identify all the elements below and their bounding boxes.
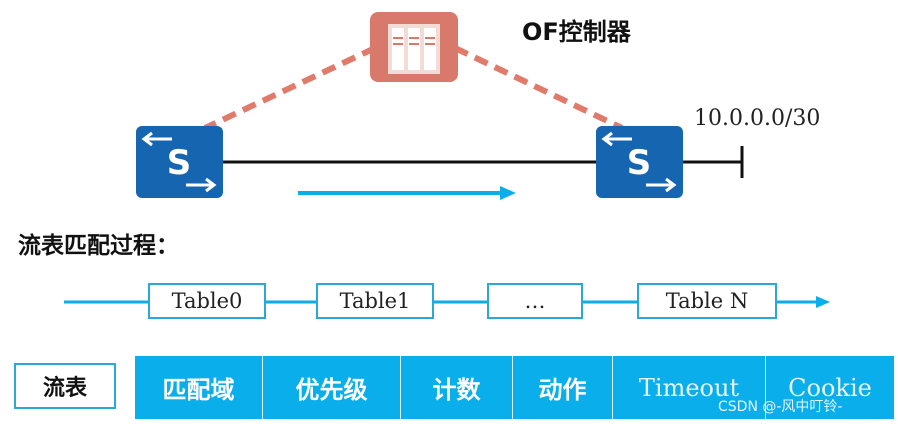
direction-arrow xyxy=(298,186,516,200)
controller-label: OF控制器 xyxy=(522,18,631,46)
flow-table-label: 流表 xyxy=(14,363,116,409)
field-cell: 匹配域 xyxy=(135,356,263,419)
switch-label: S xyxy=(627,143,652,183)
watermark: CSDN @-风中叮铃- xyxy=(718,399,843,415)
field-cell: 动作 xyxy=(513,356,613,419)
field-cell: Cookie xyxy=(788,373,872,402)
process-title: 流表匹配过程： xyxy=(18,233,179,259)
server-icon xyxy=(370,12,458,82)
switch-label: S xyxy=(167,143,192,183)
field-cell: 优先级 xyxy=(263,356,401,419)
field-cell: 计数 xyxy=(401,356,513,419)
table-box: Table1 xyxy=(316,283,434,319)
switch-icon: S xyxy=(136,126,223,198)
network-label: 10.0.0.0/30 xyxy=(694,106,821,131)
switch-icon: S xyxy=(596,126,683,198)
flow-table-fields: 匹配域 优先级 计数 动作 Timeout Cookie xyxy=(135,356,894,419)
table-box: Table N xyxy=(637,283,777,319)
table-box: … xyxy=(487,283,583,319)
controller-link-right xyxy=(453,45,624,131)
table-box: Table0 xyxy=(148,283,266,319)
controller-link-left xyxy=(203,45,377,131)
field-cell: Timeout xyxy=(613,356,766,419)
